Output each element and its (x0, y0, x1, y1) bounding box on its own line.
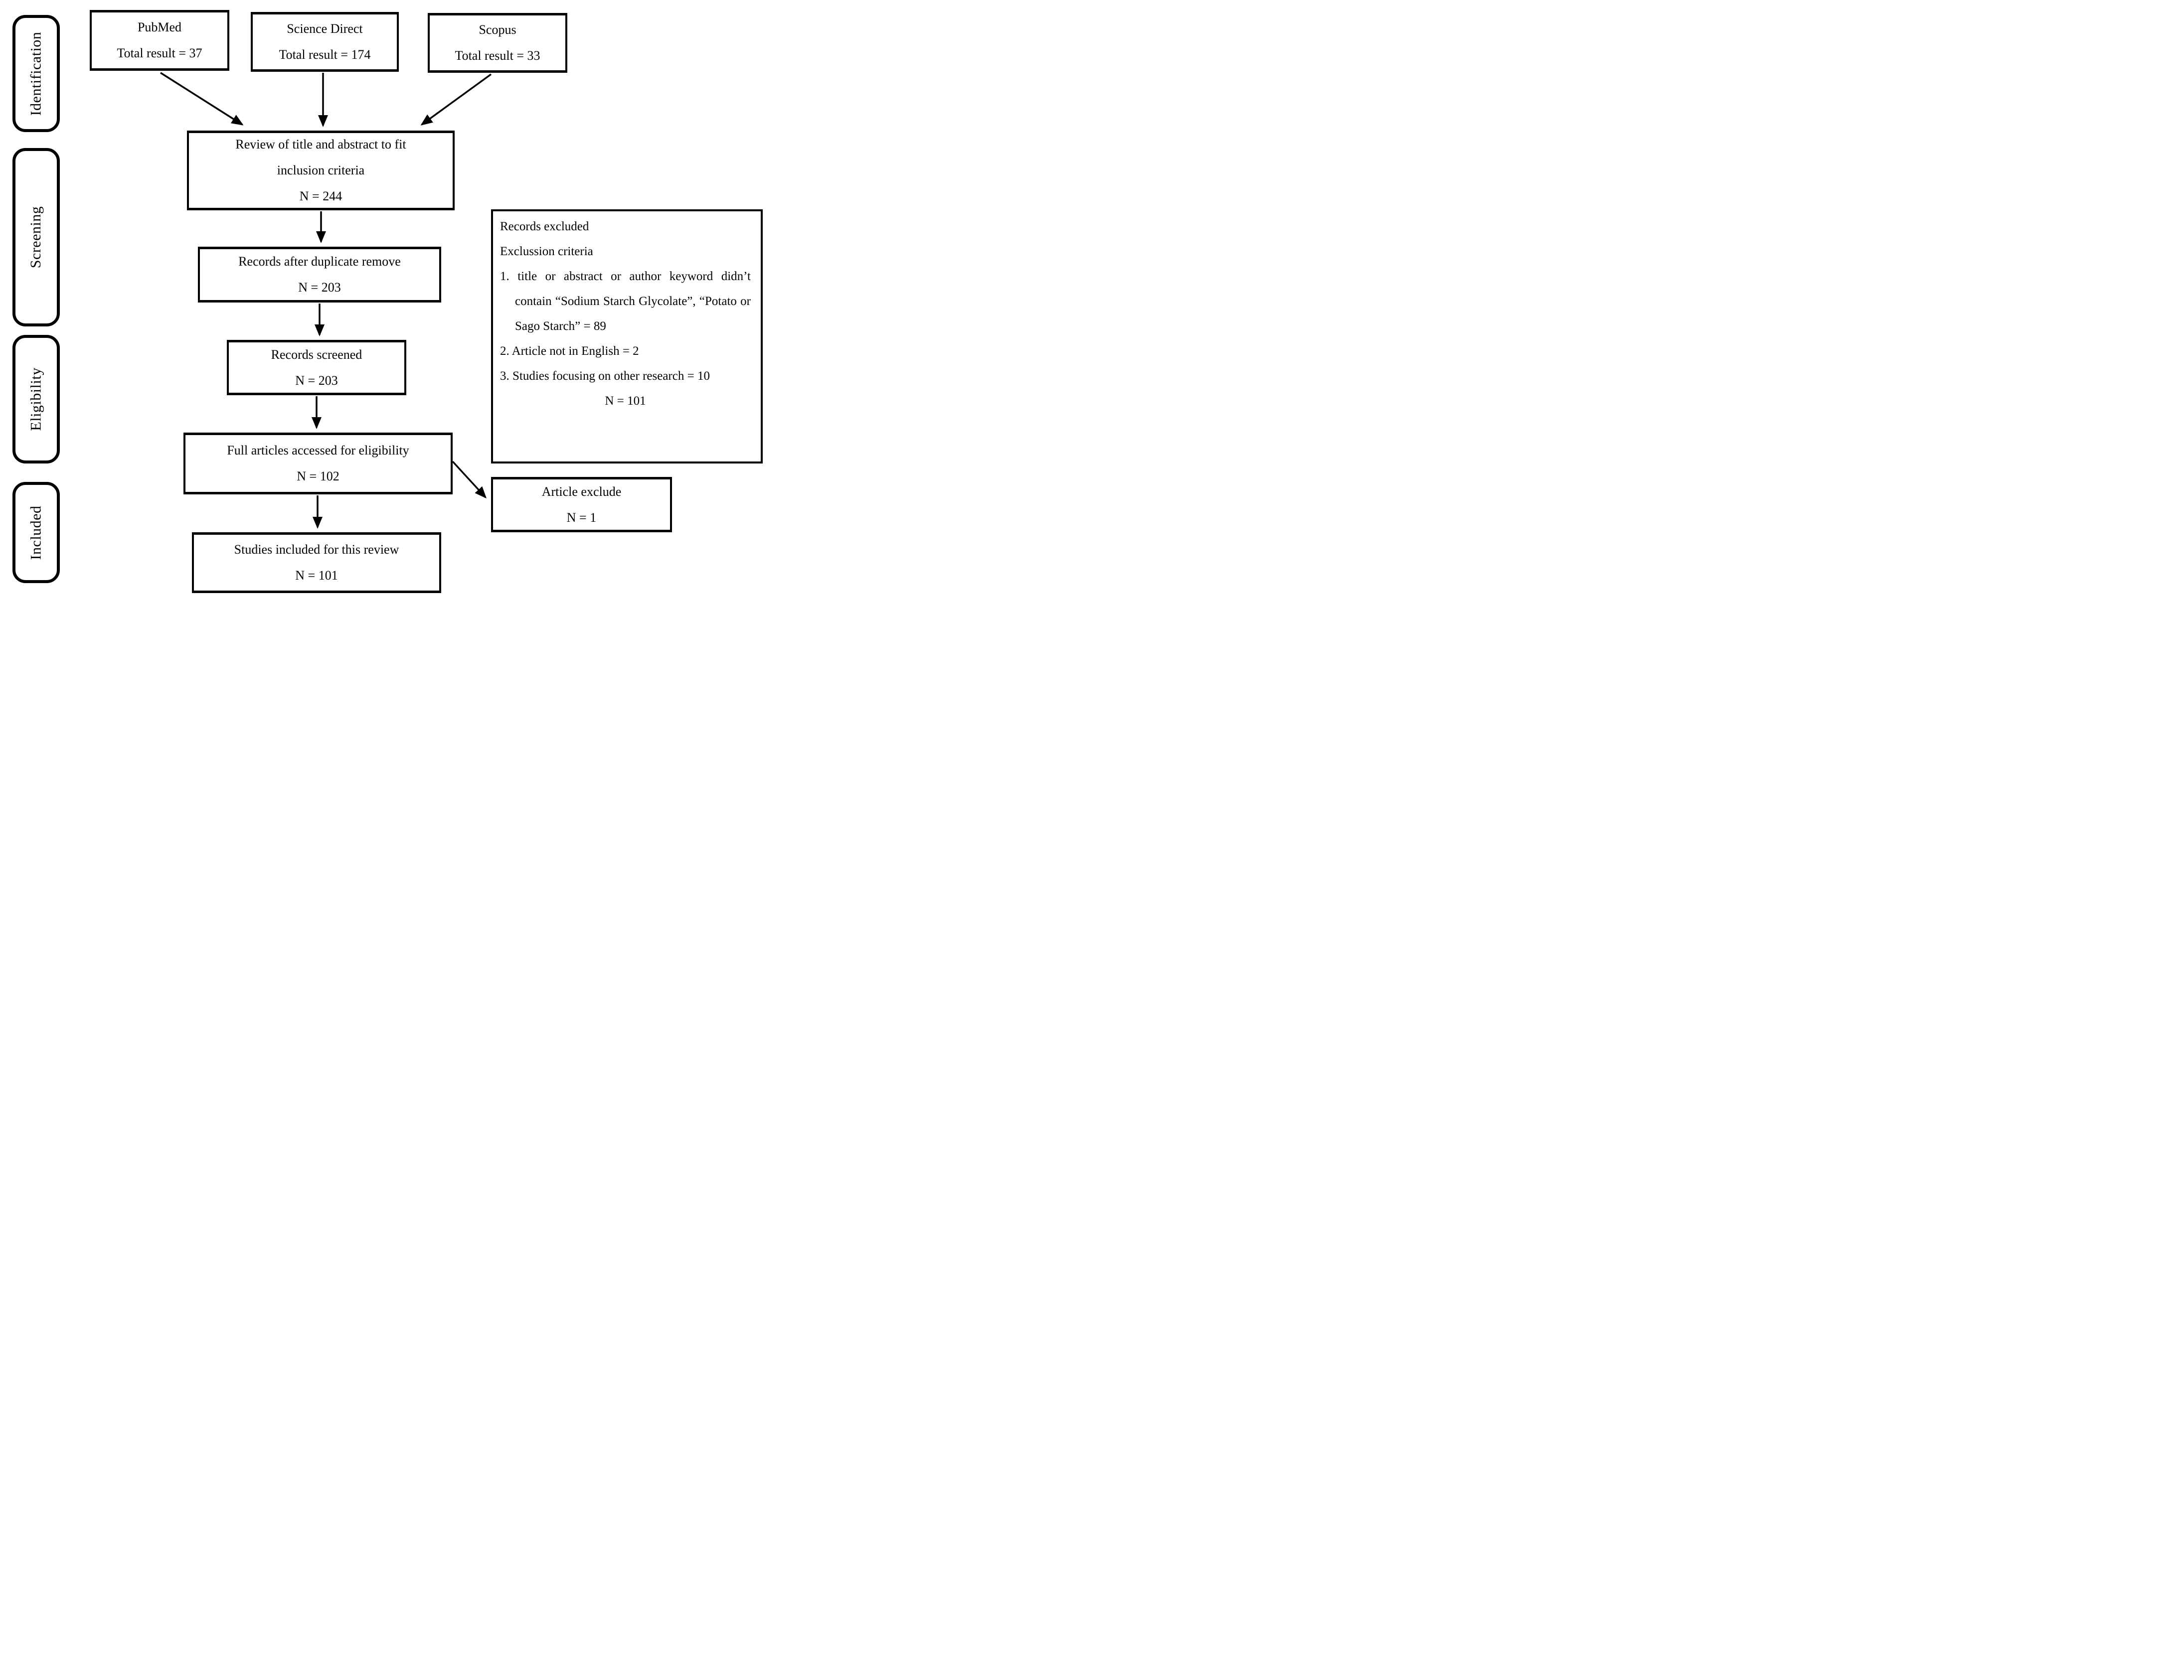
flow-n-review: N = 244 (299, 189, 342, 203)
flow-text-duplicates: Records after duplicate remove (238, 254, 401, 269)
source-name-scopus: Scopus (479, 22, 516, 37)
arrow-full-articles-to-article-exclude (452, 460, 487, 499)
exclusion-item-1: 1. title or abstract or author keyword d… (500, 270, 751, 333)
stage-label-eligibility: Eligibility (27, 367, 44, 431)
prisma-flow-diagram: Identification Screening Eligibility Inc… (0, 0, 770, 601)
flow-n-studies-included: N = 101 (295, 568, 338, 583)
flow-text-review: Review of title and abstract to fit incl… (235, 137, 406, 177)
source-box-scopus: Scopus Total result = 33 (428, 13, 567, 73)
source-total-pubmed: Total result = 37 (117, 46, 202, 60)
flow-n-full-articles: N = 102 (297, 469, 339, 483)
source-total-sciencedirect: Total result = 174 (279, 47, 371, 62)
article-exclude-text: Article exclude (541, 484, 622, 499)
exclusions-title: Records excluded (500, 220, 589, 233)
stage-box-included: Included (12, 482, 60, 583)
exclusions-box: Records excluded Exclussion criteria 1. … (491, 209, 763, 463)
source-total-scopus: Total result = 33 (455, 48, 540, 63)
flow-box-full-articles: Full articles accessed for eligibility N… (183, 433, 453, 494)
flow-box-screened: Records screened N = 203 (227, 340, 406, 395)
exclusions-subtitle: Exclussion criteria (500, 245, 593, 258)
source-box-sciencedirect: Science Direct Total result = 174 (251, 12, 399, 72)
stage-box-eligibility: Eligibility (12, 335, 60, 463)
flow-text-full-articles: Full articles accessed for eligibility (227, 443, 409, 458)
flow-n-screened: N = 203 (295, 373, 338, 388)
stage-label-screening: Screening (27, 206, 44, 269)
source-box-pubmed: PubMed Total result = 37 (90, 10, 229, 71)
exclusion-item-3: 3. Studies focusing on other research = … (500, 369, 710, 383)
exclusions-n: N = 101 (605, 394, 646, 408)
flow-text-screened: Records screened (271, 347, 362, 362)
article-exclude-box: Article exclude N = 1 (491, 477, 672, 532)
flow-n-duplicates: N = 203 (298, 280, 341, 295)
flow-box-review: Review of title and abstract to fit incl… (187, 131, 455, 210)
article-exclude-n: N = 1 (566, 510, 597, 525)
exclusion-item-2: 2. Article not in English = 2 (500, 344, 639, 358)
stage-box-identification: Identification (12, 15, 60, 132)
flow-text-studies-included: Studies included for this review (234, 542, 399, 557)
source-name-sciencedirect: Science Direct (287, 21, 363, 36)
stage-label-included: Included (27, 505, 44, 560)
stage-label-identification: Identification (27, 31, 44, 116)
flow-box-duplicates: Records after duplicate remove N = 203 (198, 247, 441, 303)
stage-box-screening: Screening (12, 148, 60, 326)
source-name-pubmed: PubMed (137, 20, 182, 34)
arrow-scopus-to-review (420, 73, 492, 126)
arrow-pubmed-to-review (160, 72, 244, 126)
flow-box-studies-included: Studies included for this review N = 101 (192, 532, 441, 593)
